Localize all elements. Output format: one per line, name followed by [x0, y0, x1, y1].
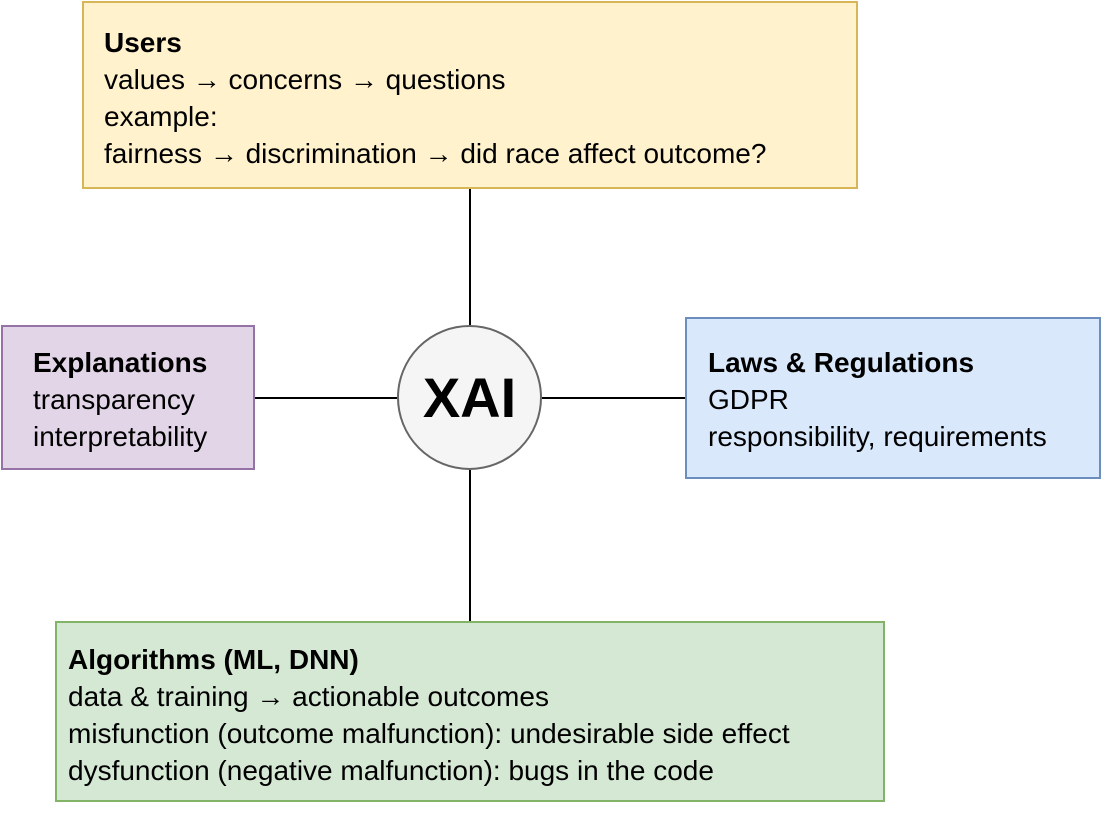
users-line-2: example:: [104, 101, 218, 132]
users-line-3: fairness → discrimination → did race aff…: [104, 138, 767, 169]
algorithms-title: Algorithms (ML, DNN): [68, 644, 359, 675]
laws-title: Laws & Regulations: [708, 347, 975, 378]
laws-regulations-box: Laws & Regulations GDPR responsibility, …: [685, 317, 1101, 479]
users-title: Users: [104, 27, 182, 58]
laws-line-2: responsibility, requirements: [708, 421, 1047, 452]
algorithms-box: Algorithms (ML, DNN) data & training → a…: [55, 621, 885, 802]
explanations-title: Explanations: [33, 347, 208, 378]
users-line-1: values → concerns → questions: [104, 64, 506, 95]
algorithms-line-1: data & training → actionable outcomes: [68, 681, 549, 712]
xai-center-node: XAI: [397, 325, 542, 470]
algorithms-line-3: dysfunction (negative malfunction): bugs…: [68, 755, 714, 786]
explanations-line-1: transparency: [33, 384, 195, 415]
explanations-box: Explanations transparency interpretabili…: [1, 325, 255, 470]
xai-label: XAI: [422, 366, 517, 429]
algorithms-line-2: misfunction (outcome malfunction): undes…: [68, 718, 790, 749]
users-box: Users values → concerns → questions exam…: [82, 1, 858, 189]
explanations-line-2: interpretability: [33, 421, 208, 452]
laws-line-1: GDPR: [708, 384, 789, 415]
